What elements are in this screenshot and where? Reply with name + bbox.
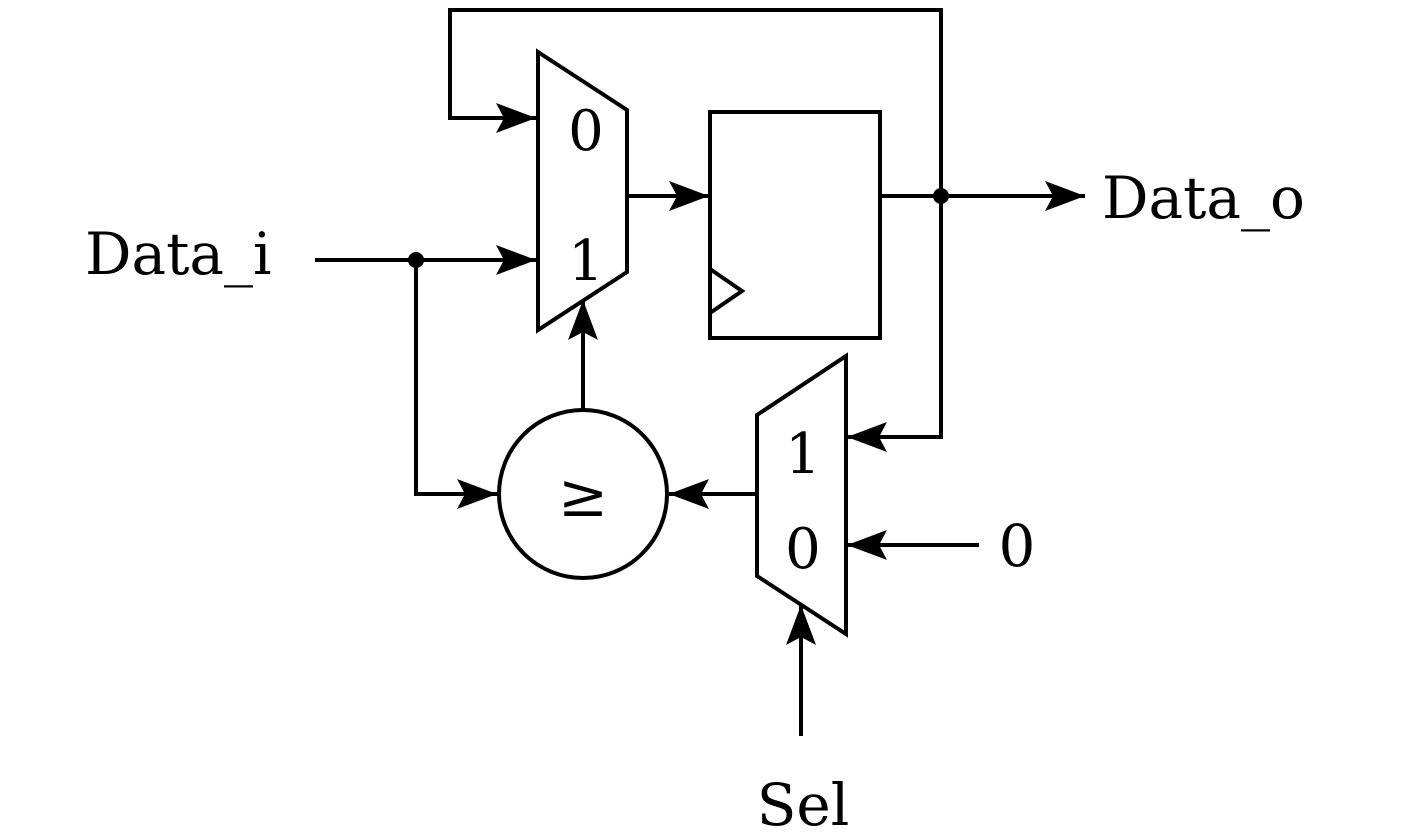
mux-top-in0-label: 0 xyxy=(568,99,604,164)
data-out-label: Data_o xyxy=(1102,164,1305,232)
feedback-wire xyxy=(448,8,943,196)
mux-bottom-in1-label: 1 xyxy=(785,422,821,487)
const-zero-label: 0 xyxy=(999,512,1036,580)
data-in-branch-wire xyxy=(414,260,497,509)
data-out-junction-dot xyxy=(933,188,949,204)
register xyxy=(708,110,882,340)
data-in-junction-dot xyxy=(408,252,424,268)
output-to-mux-wire xyxy=(847,196,943,452)
comparator-label: ≥ xyxy=(558,461,608,531)
data-in-label: Data_i xyxy=(85,220,272,288)
top-multiplexer xyxy=(536,48,629,334)
mux-bottom-in0-label: 0 xyxy=(785,517,821,582)
clock-input-triangle xyxy=(708,267,746,315)
bottom-multiplexer xyxy=(755,352,848,638)
comparator xyxy=(497,408,669,580)
mux-top-in1-label: 1 xyxy=(568,229,604,294)
sel-label: Sel xyxy=(757,771,850,834)
